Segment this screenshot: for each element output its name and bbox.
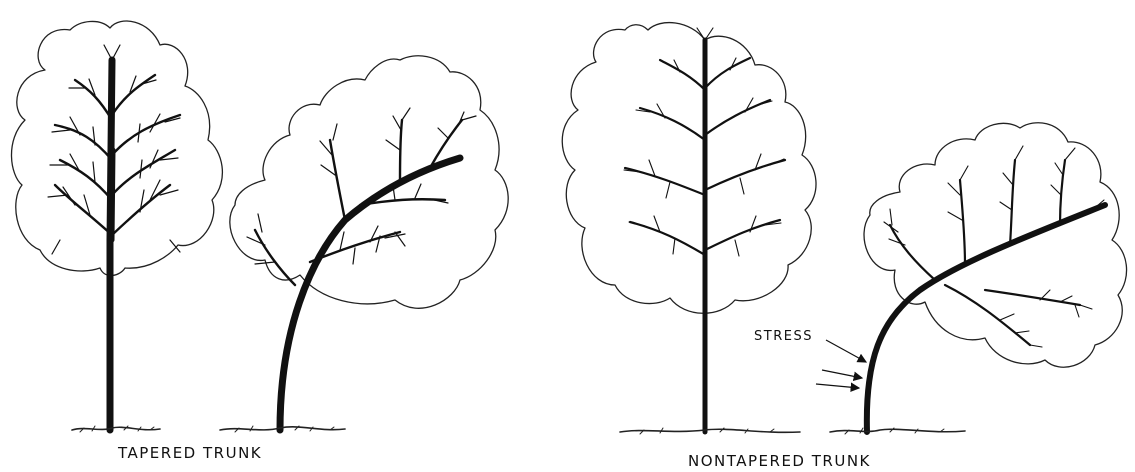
tapered-trunk-caption: TAPERED TRUNK	[118, 444, 262, 462]
nontapered-bending-tree	[816, 123, 1127, 434]
tree-canopy-outline	[562, 23, 816, 314]
nontapered-trunk-caption: NONTAPERED TRUNK	[688, 452, 871, 470]
nontapered-upright-tree	[562, 23, 816, 434]
stress-arrows	[816, 340, 866, 388]
tapered-bending-tree	[220, 56, 508, 432]
stress-label: STRESS	[754, 329, 813, 344]
tapered-upright-tree	[11, 21, 222, 432]
tree-canopy-outline	[230, 56, 508, 309]
